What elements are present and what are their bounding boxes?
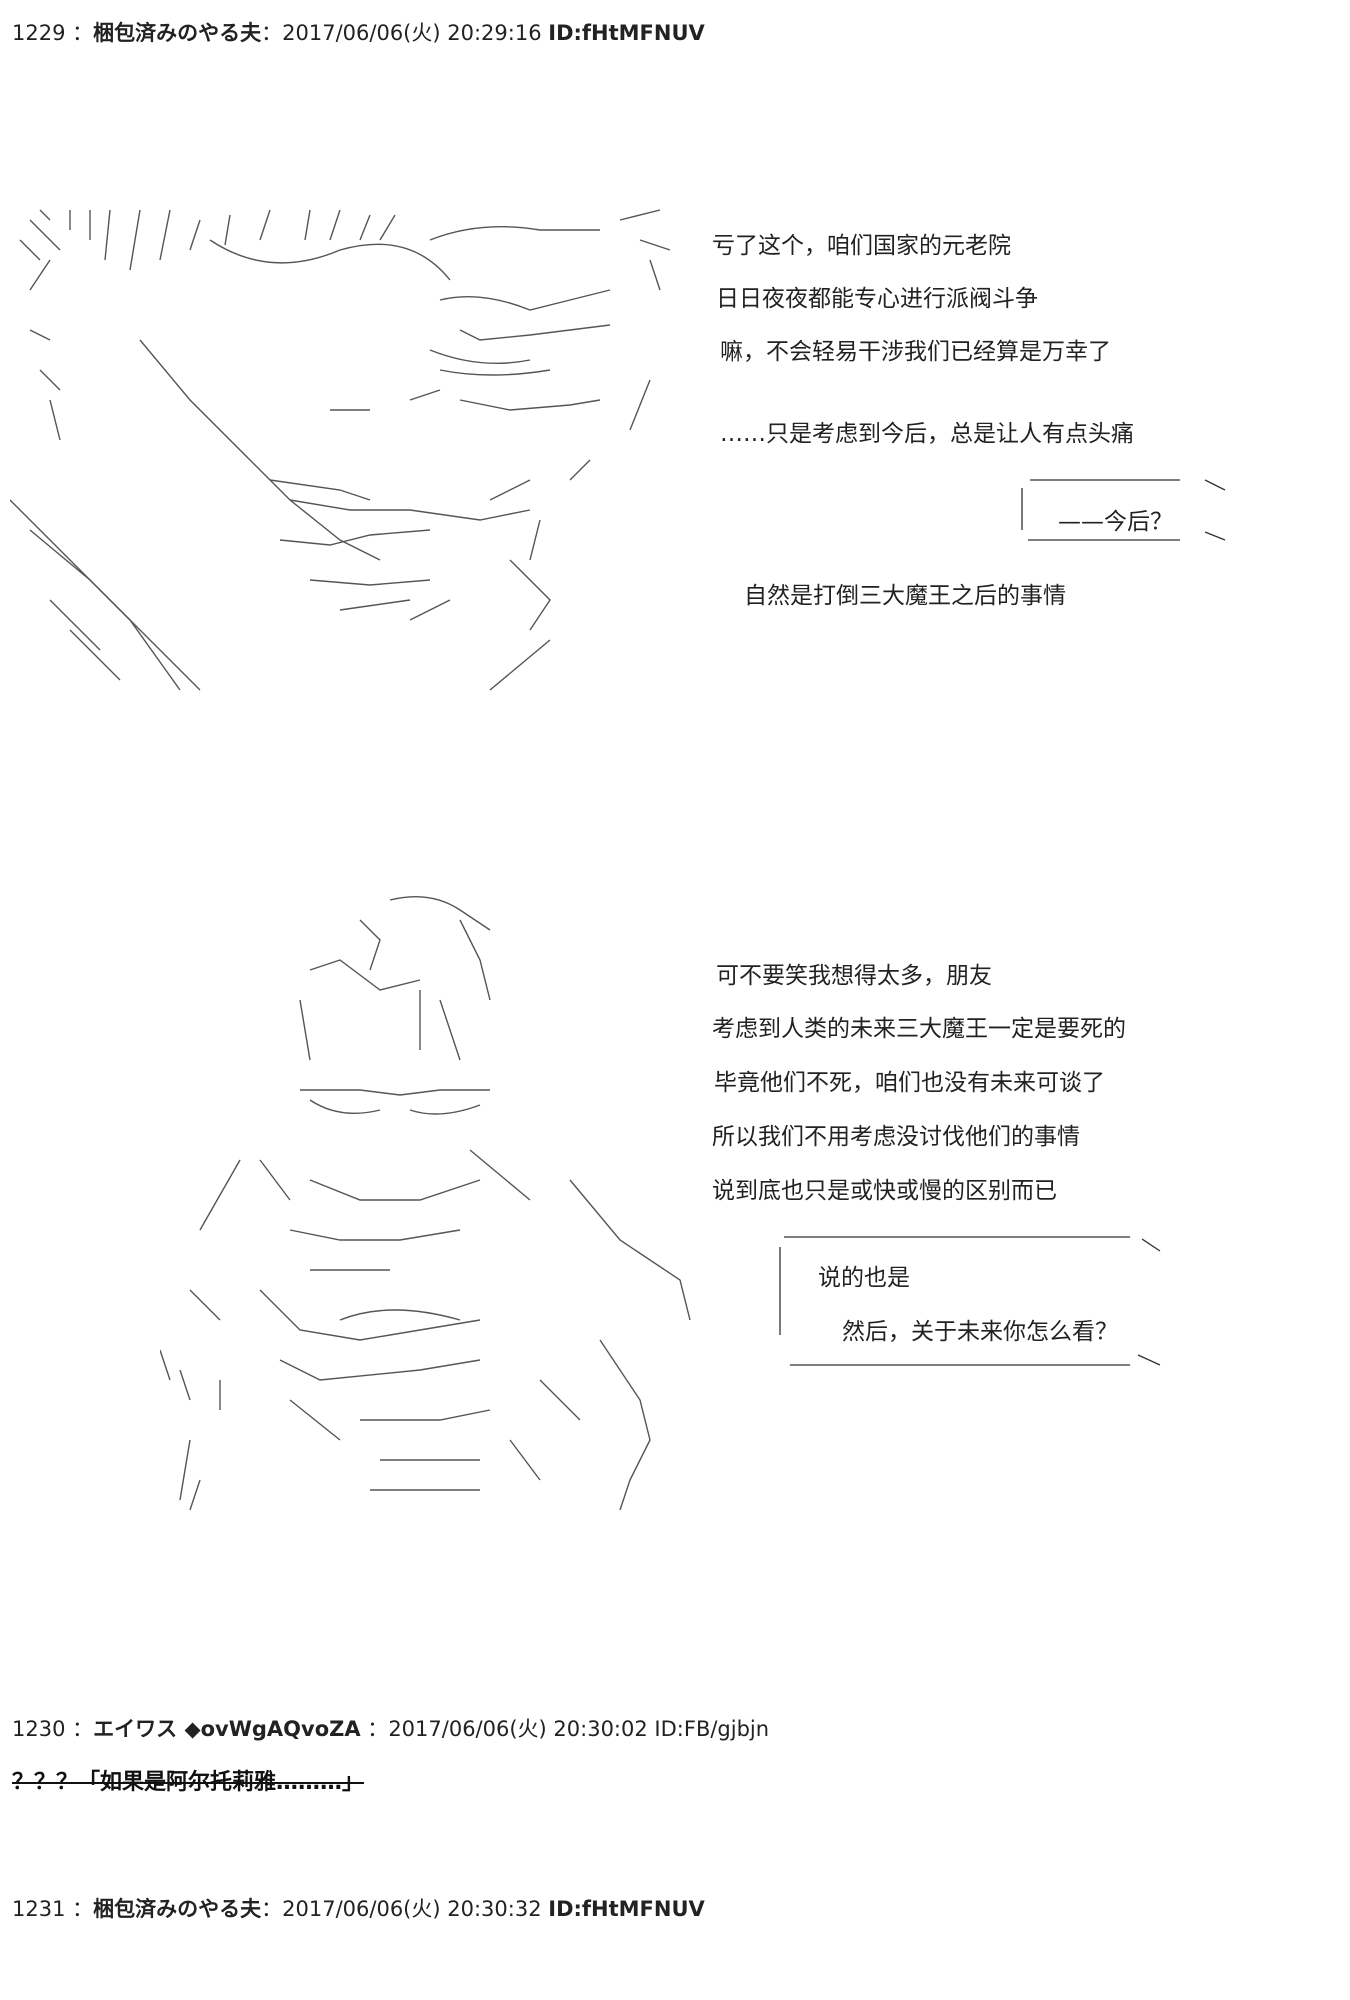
dialogue-line: 自然是打倒三大魔王之后的事情 bbox=[744, 583, 1066, 609]
post-header-1231: 1231 ：梱包済みのやる夫：2017/06/06(火) 20:30:32 ID… bbox=[12, 1897, 705, 1921]
dialogue-line: 日日夜夜都能专心进行派阀斗争 bbox=[716, 286, 1038, 312]
post-header-1229: 1229 ：梱包済みのやる夫：2017/06/06(火) 20:29:16 ID… bbox=[12, 21, 705, 45]
post-datetime: 2017/06/06(火) 20:29:16 bbox=[282, 21, 542, 45]
poster-id[interactable]: ID:FB/gjbjn bbox=[654, 1717, 770, 1741]
dialogue-line: 可不要笑我想得太多，朋友 bbox=[716, 963, 992, 989]
poster-id[interactable]: ID:fHtMFNUV bbox=[548, 21, 705, 45]
post-datetime: 2017/06/06(火) 20:30:32 bbox=[282, 1897, 542, 1921]
bubble-text: 然后，关于未来你怎么看？ bbox=[842, 1319, 1118, 1345]
bubble-text: 说的也是 bbox=[818, 1265, 910, 1291]
dialogue-line: ……只是考虑到今后，总是让人有点头痛 bbox=[720, 421, 1134, 447]
post-datetime: 2017/06/06(火) 20:30:02 bbox=[388, 1717, 648, 1741]
dialogue-line: 所以我们不用考虑没讨伐他们的事情 bbox=[712, 1124, 1080, 1150]
poster-name: エイワス ◆ovWgAQvoZA bbox=[93, 1717, 361, 1741]
post-number: 1229 bbox=[12, 21, 66, 45]
post-header-1230: 1230 ：エイワス ◆ovWgAQvoZA ：2017/06/06(火) 20… bbox=[12, 1717, 770, 1741]
ascii-art-figure-2 bbox=[160, 895, 691, 1511]
poster-name: 梱包済みのやる夫 bbox=[93, 21, 262, 45]
post-number: 1230 bbox=[12, 1717, 66, 1741]
dialogue-line: 嘛，不会轻易干涉我们已经算是万幸了 bbox=[720, 339, 1111, 365]
dialogue-line: 说到底也只是或快或慢的区别而已 bbox=[712, 1178, 1057, 1204]
ascii-art-figure-1 bbox=[10, 209, 671, 691]
poster-id[interactable]: ID:fHtMFNUV bbox=[548, 1897, 705, 1921]
dialogue-line: 亏了这个，咱们国家的元老院 bbox=[712, 233, 1011, 259]
speech-bubble bbox=[779, 1236, 1161, 1366]
dialogue-line: 毕竟他们不死，咱们也没有未来可谈了 bbox=[714, 1070, 1105, 1096]
poster-name: 梱包済みのやる夫 bbox=[93, 1897, 262, 1921]
speech-bubble bbox=[1021, 479, 1226, 541]
bubble-text: ——今后？ bbox=[1058, 509, 1173, 535]
post-number: 1231 bbox=[12, 1897, 66, 1921]
dialogue-line: 考虑到人类的未来三大魔王一定是要死的 bbox=[712, 1016, 1126, 1042]
post-body: ？？？「如果是阿尔托莉雅………」 bbox=[12, 1770, 365, 1795]
